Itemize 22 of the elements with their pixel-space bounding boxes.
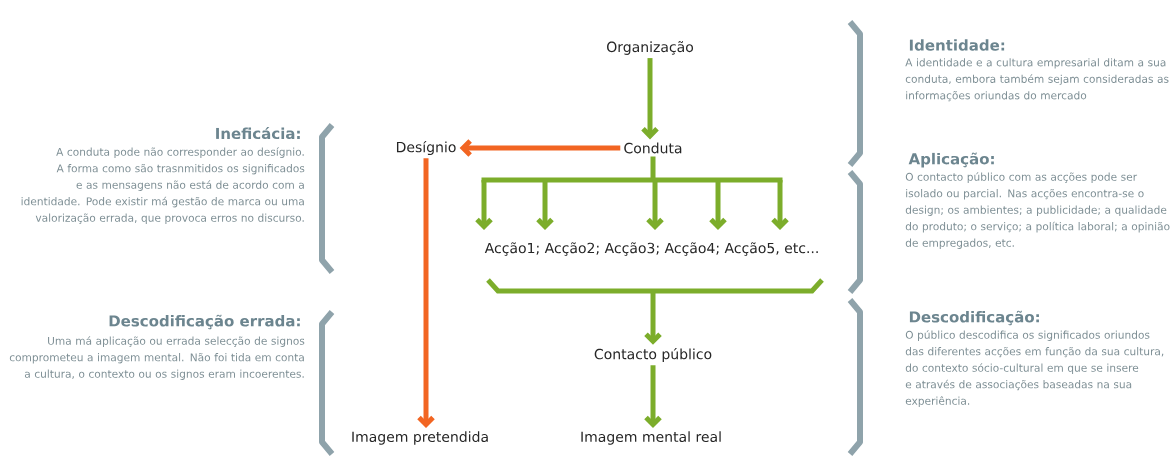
heading: Ineficácia: [216, 126, 300, 140]
description-text: A identidade e a cultura empresarial ditam a sua conduta, embora também sejam consideradas as informações oriundas do mercado [905, 58, 1169, 102]
node-label: Imagem mental real [581, 431, 721, 445]
arrow [417, 158, 435, 429]
arrow [644, 365, 662, 429]
arrow [459, 139, 621, 157]
node-label: Acção1; Acção2; Acção3; Acção4; Acção5, etc... [484, 242, 818, 256]
heading: Aplicação: [908, 152, 994, 168]
description-text: A conduta pode não corresponder ao desígnio. A forma como são trasnmitidos os significados e as mensagens não está de acordo com a identidade. Pode existir má gestão de marca ou uma valorização errada, que provoca erros no discurso. [21, 147, 305, 224]
node-label: Desígnio [397, 140, 456, 156]
heading: Identidade: [909, 39, 1005, 51]
heading: Descodificação errada: [109, 314, 300, 330]
description-text: Uma má aplicação ou errada selecção de signos comprometeu a imagem mental. Não foi tida em conta a cultura, o contexto ou os signos eram incoerentes. [9, 336, 305, 380]
arrow [641, 58, 659, 140]
node-label: Imagem pretendida [352, 431, 488, 445]
description-text: O contacto público com as acções pode ser isolado ou parcial. Nas acções encontra-se o design; os ambientes; a publicidade; a qualidade do produto; o serviço; a política laboral; a opinião de empregados, etc. [905, 172, 1170, 249]
description-text: O público descodifica os significados oriundos das diferentes acções em função da sua cultura, do contexto sócio-cultural em que se insere e através de associações baseadas na sua experiência. [905, 330, 1164, 407]
node-label: Organização [607, 41, 694, 55]
arrow [475, 154, 789, 230]
heading: Descodificação: [909, 310, 1039, 326]
node-label: Contacto público [594, 347, 712, 363]
node-label: Conduta [624, 142, 682, 154]
